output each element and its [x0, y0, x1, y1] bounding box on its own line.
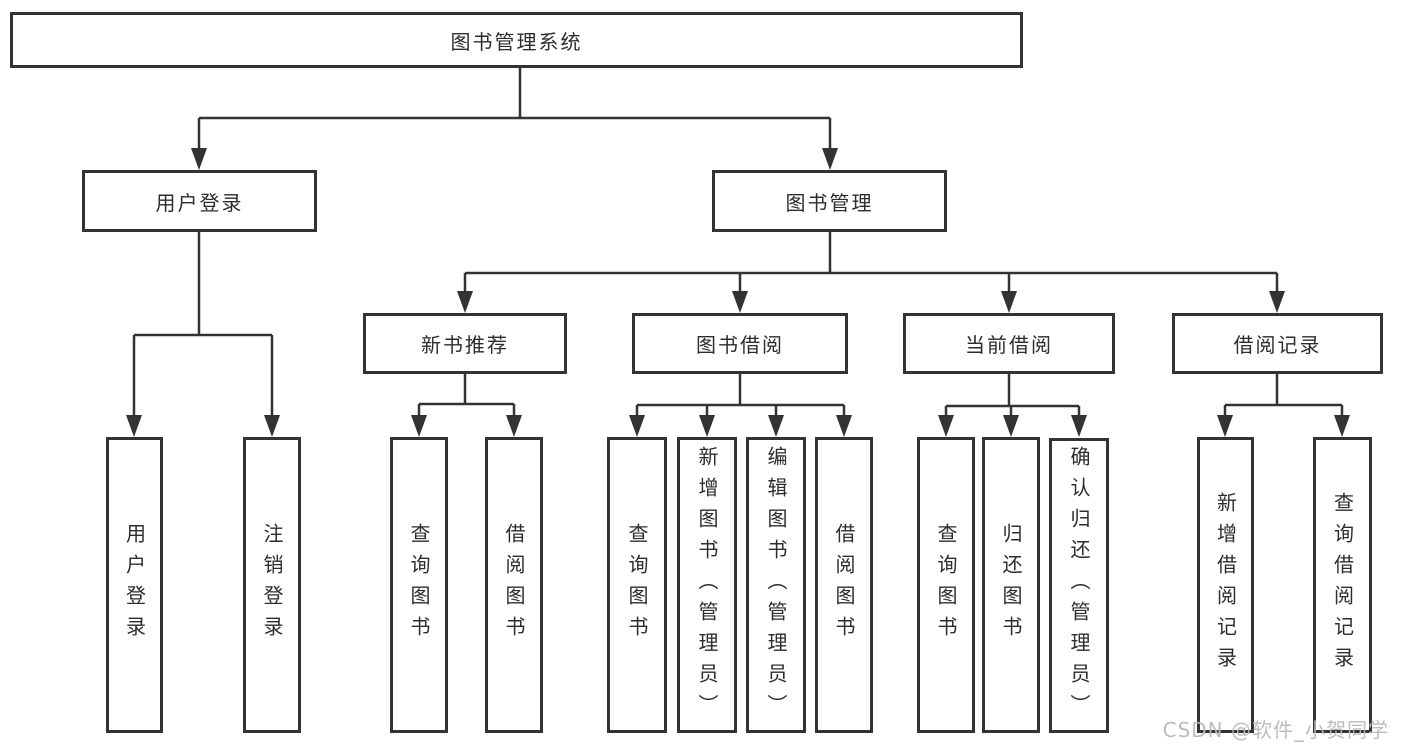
leaf-confirm-return-admin: 确认归还（管理员）	[1049, 438, 1109, 733]
leaf-query-books-recommend: 查询图书	[390, 437, 448, 733]
leaf-borrow-books-recommend: 借阅图书	[485, 437, 543, 733]
connector-root-to-level2	[197, 68, 832, 152]
connector-user-login-branch	[132, 232, 274, 421]
leaf-return-books-label: 归还图书	[999, 523, 1023, 647]
leaf-query-books-borrow-label: 查询图书	[625, 523, 649, 647]
node-current-borrowing: 当前借阅	[903, 313, 1115, 374]
leaf-confirm-return-admin-label: 确认归还（管理员）	[1067, 446, 1091, 725]
leaf-query-books-recommend-label: 查询图书	[407, 523, 431, 647]
connector-lines	[132, 68, 1344, 421]
node-book-borrowing: 图书借阅	[632, 313, 848, 374]
leaf-add-borrow-record: 新增借阅记录	[1197, 437, 1254, 733]
leaf-query-books-borrow: 查询图书	[607, 437, 667, 733]
leaf-query-borrow-record: 查询借阅记录	[1313, 437, 1372, 733]
leaf-logout-label: 注销登录	[260, 523, 284, 647]
connector-new-book-branch	[417, 374, 516, 421]
leaf-query-books-current-label: 查询图书	[934, 523, 958, 647]
connector-borrow-records-branch	[1223, 374, 1344, 421]
leaf-borrow-books-borrow: 借阅图书	[815, 437, 873, 733]
leaf-add-books-admin: 新增图书（管理员）	[677, 437, 737, 733]
leaf-borrow-books-recommend-label: 借阅图书	[502, 523, 526, 647]
leaf-add-borrow-record-label: 新增借阅记录	[1213, 492, 1238, 678]
leaf-edit-books-admin-label: 编辑图书（管理员）	[764, 445, 788, 725]
node-new-book-recommendation: 新书推荐	[363, 313, 567, 374]
leaf-query-books-current: 查询图书	[917, 437, 975, 733]
node-book-management: 图书管理	[712, 170, 947, 232]
leaf-add-books-admin-label: 新增图书（管理员）	[695, 445, 719, 725]
leaf-user-login-label: 用户登录	[122, 523, 147, 647]
connector-book-mgmt-branch	[463, 232, 1279, 297]
leaf-logout: 注销登录	[243, 437, 301, 733]
connector-current-borrow-branch	[944, 374, 1081, 421]
node-library-management-system: 图书管理系统	[10, 12, 1023, 68]
leaf-borrow-books-borrow-label: 借阅图书	[832, 523, 856, 647]
node-user-login: 用户登录	[82, 170, 317, 232]
leaf-user-login: 用户登录	[106, 437, 163, 733]
csdn-watermark: CSDN @软件_小贺同学	[1162, 718, 1389, 742]
leaf-query-borrow-record-label: 查询借阅记录	[1330, 492, 1355, 678]
arrowhead-icons	[126, 148, 1350, 437]
connector-book-borrow-branch	[635, 374, 846, 421]
node-borrowing-records: 借阅记录	[1172, 313, 1383, 374]
leaf-return-books: 归还图书	[982, 437, 1040, 733]
leaf-edit-books-admin: 编辑图书（管理员）	[746, 437, 806, 733]
